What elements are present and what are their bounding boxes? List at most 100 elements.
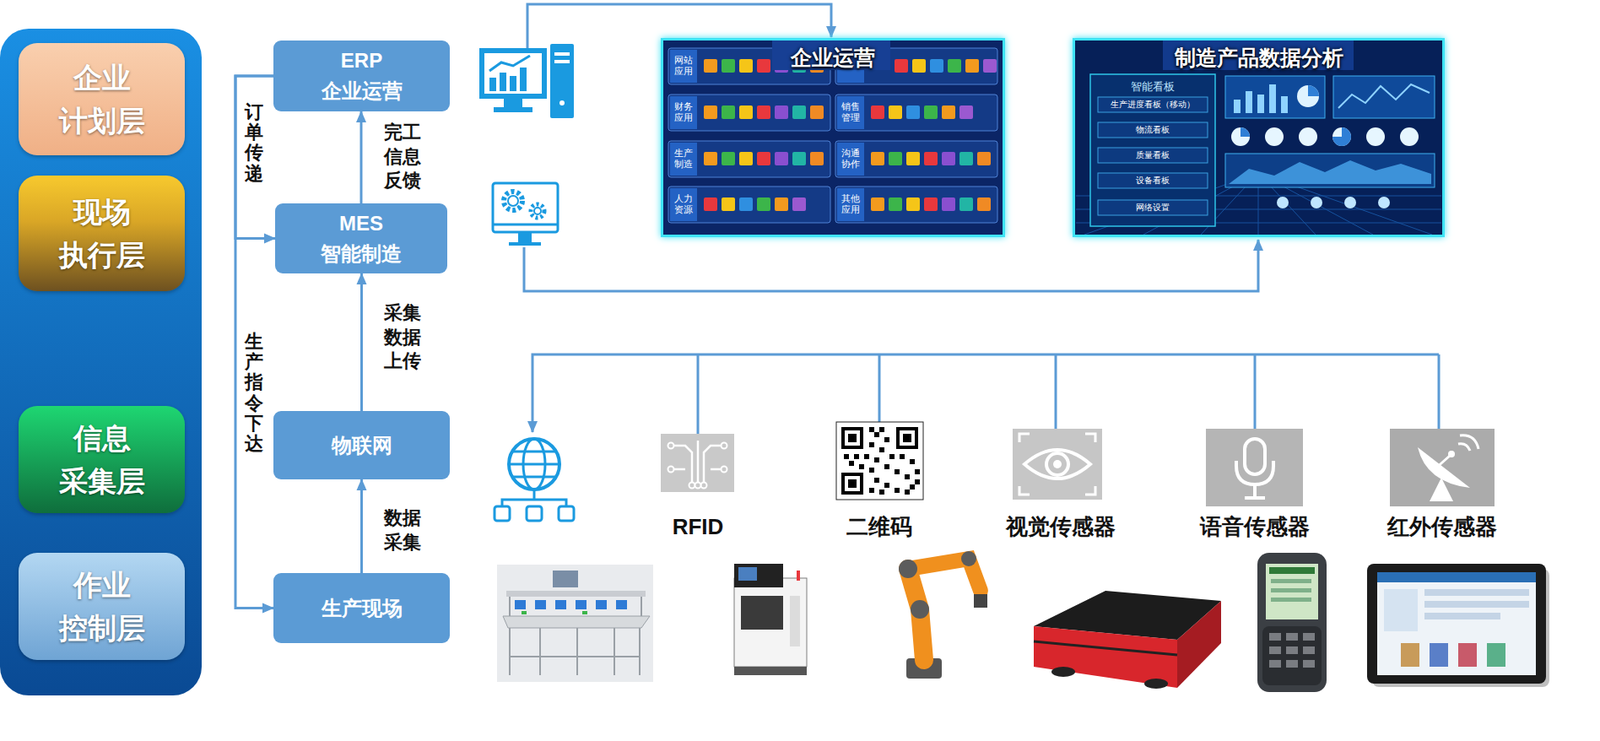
handheld-terminal-photo bbox=[1257, 552, 1327, 692]
agv-photo bbox=[1033, 626, 1178, 688]
workbench-photo bbox=[576, 627, 579, 676]
tablet-photo bbox=[1424, 612, 1501, 620]
settings-monitor-icon bbox=[534, 207, 541, 215]
rfid-icon bbox=[721, 466, 728, 473]
workbench-photo bbox=[552, 570, 579, 588]
qr-code-icon bbox=[844, 475, 860, 492]
erp-screenshot bbox=[703, 105, 824, 119]
sensor-icon: 视觉传感器 bbox=[993, 428, 1129, 541]
erp-screenshot bbox=[837, 96, 865, 130]
category-label: 网站 应用 bbox=[672, 54, 694, 77]
handheld-terminal-photo bbox=[1269, 632, 1282, 641]
bus-lines bbox=[532, 354, 1439, 433]
tablet-photo bbox=[1377, 572, 1536, 676]
tablet-photo bbox=[1458, 643, 1477, 667]
network-icon bbox=[494, 506, 510, 521]
infrared-sensor-icon bbox=[1389, 428, 1495, 507]
computer-icon bbox=[489, 77, 497, 92]
handheld-terminal-photo bbox=[1269, 567, 1315, 574]
workbench-photo bbox=[514, 600, 526, 610]
workbench-photo bbox=[502, 616, 650, 628]
erp-screenshot bbox=[670, 49, 698, 83]
tablet-photo bbox=[1372, 568, 1550, 687]
analysis-screenshot bbox=[1097, 147, 1208, 163]
erp-screenshot bbox=[835, 140, 998, 178]
workbench-photo bbox=[640, 596, 643, 617]
infrared-sensor-icon bbox=[1448, 450, 1455, 458]
analysis-screenshot bbox=[1225, 153, 1435, 188]
process-box: ERP企业运营 bbox=[273, 40, 450, 112]
robot-arm-photo bbox=[898, 559, 918, 579]
qr-code-icon bbox=[841, 427, 864, 449]
analysis-screenshot bbox=[1090, 74, 1216, 227]
flow-arrow bbox=[360, 111, 363, 204]
voice-sensor-icon bbox=[1236, 460, 1274, 485]
erp-screenshot bbox=[837, 142, 865, 176]
vision-sensor-icon bbox=[1019, 433, 1030, 443]
infrared-sensor-icon bbox=[1459, 435, 1479, 449]
flow-arrow bbox=[235, 75, 274, 609]
infrared-sensor-icon bbox=[1458, 443, 1471, 451]
analysis-screenshot bbox=[1225, 75, 1325, 119]
workbench-photo bbox=[497, 564, 654, 682]
settings-monitor-icon bbox=[492, 183, 558, 246]
infrared-sensor-icon bbox=[1429, 477, 1454, 502]
flow-arrow bbox=[235, 75, 276, 239]
analysis-screenshot bbox=[1269, 84, 1276, 114]
box-label: 信息 采集层 bbox=[53, 416, 152, 503]
sensor-label: 二维码 bbox=[846, 513, 913, 541]
computer-icon bbox=[503, 98, 523, 108]
rfid-icon bbox=[689, 482, 696, 489]
settings-monitor-icon bbox=[508, 195, 519, 206]
settings-monitor-icon bbox=[492, 223, 558, 227]
agv-photo bbox=[1051, 666, 1076, 677]
cnc-machine-photo bbox=[734, 563, 807, 676]
category-label: 财务 应用 bbox=[672, 101, 694, 124]
voice-sensor-icon bbox=[1205, 428, 1303, 507]
vision-sensor-icon bbox=[1024, 449, 1091, 479]
computer-icon bbox=[499, 72, 507, 92]
sensor-icon: 二维码 bbox=[816, 421, 943, 541]
box-label: 现场 执行层 bbox=[53, 190, 152, 277]
infrared-sensor-icon bbox=[1389, 428, 1495, 507]
screen-panel: 企业运营 bbox=[660, 37, 1006, 238]
analysis-screenshot bbox=[1245, 91, 1253, 114]
computer-icon bbox=[559, 100, 565, 106]
analysis-screenshot bbox=[1231, 127, 1250, 146]
erp-screenshot bbox=[870, 151, 991, 166]
analysis-screenshot bbox=[1228, 160, 1432, 184]
erp-screenshot bbox=[660, 37, 1006, 238]
handheld-terminal-photo bbox=[1270, 578, 1312, 584]
rfid-icon bbox=[660, 433, 735, 492]
qr-code-icon bbox=[896, 427, 919, 449]
rfid-icon bbox=[668, 466, 675, 473]
tablet-photo bbox=[1424, 589, 1530, 596]
voice-sensor-icon bbox=[1244, 438, 1265, 475]
workbench-photo bbox=[539, 627, 541, 676]
analysis-screenshot bbox=[1281, 96, 1288, 114]
erp-screenshot bbox=[703, 151, 824, 166]
handheld-terminal-photo bbox=[1265, 563, 1319, 620]
workbench-photo bbox=[616, 600, 628, 610]
erp-screenshot bbox=[703, 197, 806, 211]
sensor-label: RFID bbox=[672, 513, 725, 541]
category-label: 销售 管理 bbox=[839, 101, 861, 124]
workbench-photo bbox=[638, 627, 641, 676]
arrow-label: 数据 采集 bbox=[383, 506, 428, 555]
erp-screenshot bbox=[835, 94, 998, 131]
bus-lines bbox=[1254, 354, 1257, 429]
computer-icon bbox=[509, 75, 517, 92]
panel-title: 制造产品数据分析 bbox=[1174, 44, 1344, 71]
agv-photo bbox=[1177, 600, 1222, 688]
box-label: 作业 控制层 bbox=[53, 563, 152, 650]
layer-panel bbox=[0, 28, 202, 696]
computer-icon bbox=[481, 43, 574, 119]
erp-screenshot bbox=[670, 188, 698, 222]
tablet-photo bbox=[1383, 589, 1418, 632]
bus-lines bbox=[1437, 354, 1441, 429]
menu-label: 生产进度看板（移动） bbox=[1110, 98, 1195, 111]
analysis-screenshot bbox=[1097, 97, 1208, 113]
handheld-terminal-photo bbox=[1270, 597, 1312, 602]
